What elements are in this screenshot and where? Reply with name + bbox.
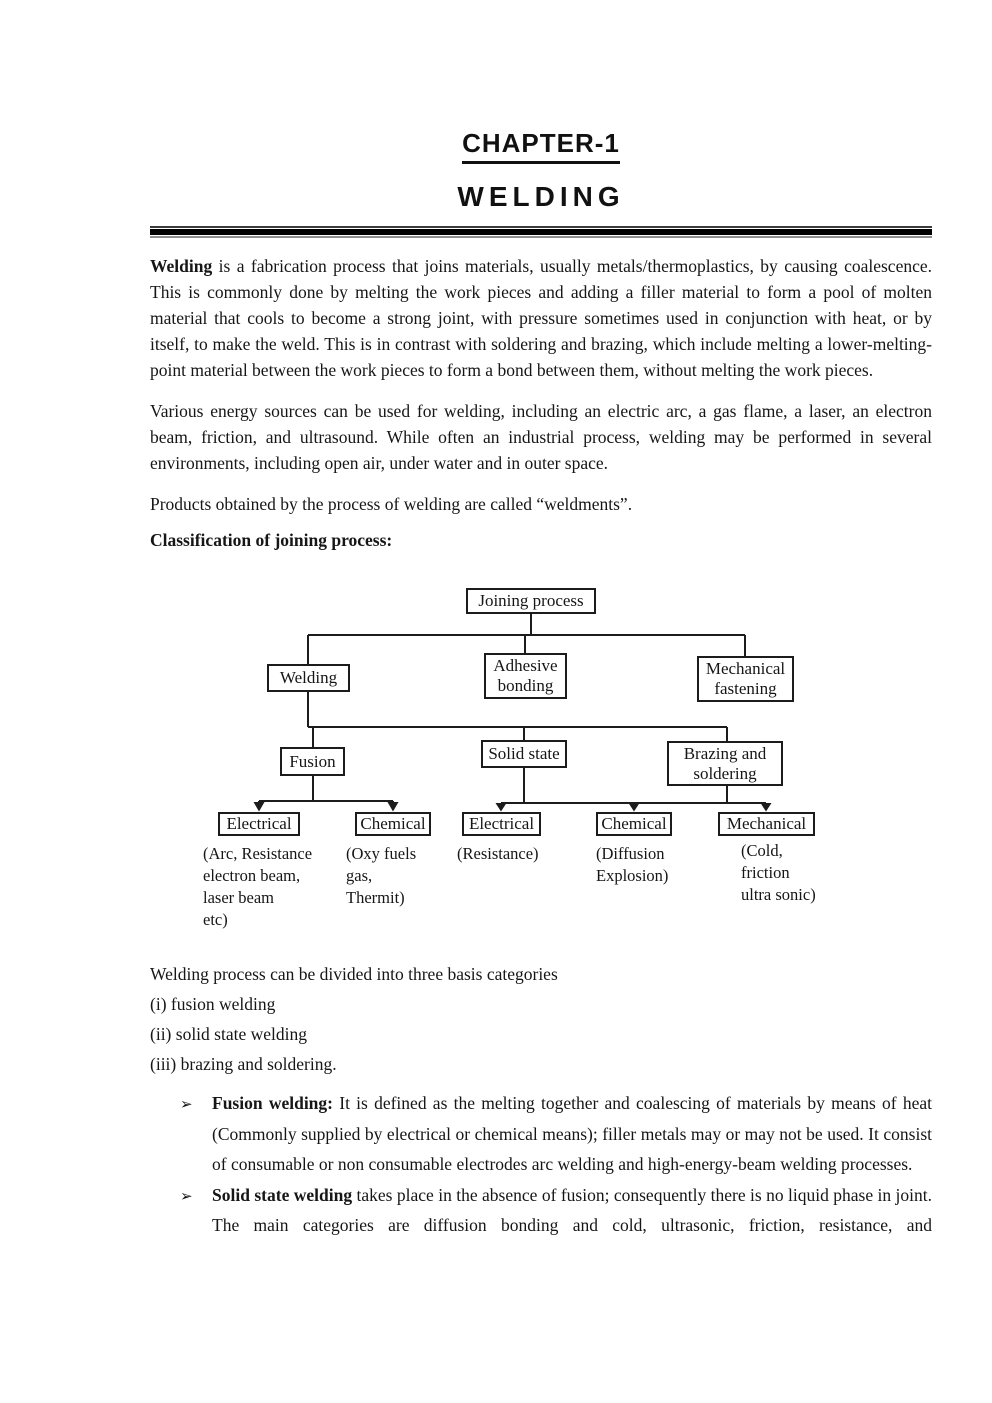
title-divider-rule bbox=[150, 226, 932, 238]
categories-intro-line: Welding process can be divided into thre… bbox=[150, 964, 558, 984]
flowchart-box-mechanical-fastening: Mechanical fastening bbox=[697, 656, 794, 702]
paragraph-welding-definition-text: is a fabrication process that joins mate… bbox=[150, 256, 932, 380]
bold-lead-welding: Welding bbox=[150, 256, 213, 276]
flowchart-box-electrical-solid: Electrical bbox=[462, 812, 541, 836]
flowchart-box-joining-process: Joining process bbox=[466, 588, 596, 614]
bullet-fusion-text: It is defined as the melting together an… bbox=[212, 1093, 932, 1174]
arrow-bullet-icon: ➢ bbox=[180, 1095, 193, 1113]
joining-process-flowchart: Joining process Welding Adhesive bonding… bbox=[150, 580, 850, 936]
flowchart-box-electrical-fusion: Electrical bbox=[218, 812, 300, 836]
paragraph-welding-definition: Welding is a fabrication process that jo… bbox=[150, 253, 932, 383]
paragraph-weldments: Products obtained by the process of weld… bbox=[150, 494, 633, 514]
bullet-solid-state-lead: Solid state welding bbox=[212, 1184, 353, 1205]
bullet-solid-state-welding: ➢ Solid state welding takes place in the … bbox=[150, 1180, 932, 1241]
arrow-bullet-icon: ➢ bbox=[180, 1186, 193, 1205]
page-title: WELDING bbox=[457, 181, 625, 212]
note-electrical-fusion: (Arc, Resistance electron beam, laser be… bbox=[203, 844, 313, 929]
flowchart-box-adhesive-bonding: Adhesive bonding bbox=[484, 653, 567, 699]
flowchart-box-welding: Welding bbox=[267, 664, 350, 692]
note-electrical-solid: (Resistance) bbox=[457, 844, 539, 863]
category-item-fusion: (i) fusion welding bbox=[150, 994, 276, 1014]
note-chemical-solid: (Diffusion Explosion) bbox=[596, 844, 669, 885]
bullet-fusion-welding: ➢ Fusion welding: It is defined as the me… bbox=[150, 1088, 932, 1180]
arrowhead-icons bbox=[253, 802, 772, 812]
category-item-brazing: (iii) brazing and soldering. bbox=[150, 1054, 337, 1074]
flowchart-box-solid-state: Solid state bbox=[481, 740, 567, 768]
flowchart-box-brazing-soldering: Brazing and soldering bbox=[667, 741, 783, 786]
flowchart-connector-lines bbox=[253, 614, 772, 812]
category-item-solid-state: (ii) solid state welding bbox=[150, 1024, 307, 1044]
welding-categories-list: Welding process can be divided into thre… bbox=[150, 959, 932, 1079]
flowchart-box-mechanical-brazing: Mechanical bbox=[718, 812, 815, 836]
chapter-heading-row: CHAPTER-1 bbox=[150, 128, 932, 164]
flowchart-box-chemical-fusion: Chemical bbox=[355, 812, 431, 836]
bullet-fusion-lead: Fusion welding: bbox=[212, 1093, 333, 1113]
flowchart-box-chemical-solid: Chemical bbox=[596, 812, 672, 836]
definition-bullets: ➢ Fusion welding: It is defined as the me… bbox=[150, 1088, 932, 1241]
paragraph-energy-sources: Various energy sources can be used for w… bbox=[150, 401, 932, 473]
flowchart-box-fusion: Fusion bbox=[280, 747, 345, 776]
bullet-solid-state-text: takes place in the absence of fusion; co… bbox=[212, 1184, 932, 1236]
classification-heading: Classification of joining process: bbox=[150, 530, 393, 550]
note-chemical-fusion: (Oxy fuels gas, Thermit) bbox=[346, 844, 417, 907]
page-content: CHAPTER-1 WELDING Welding is a fabricati… bbox=[150, 0, 932, 1241]
chapter-heading: CHAPTER-1 bbox=[462, 128, 620, 164]
note-mechanical-brazing: (Cold, friction ultra sonic) bbox=[741, 841, 816, 904]
